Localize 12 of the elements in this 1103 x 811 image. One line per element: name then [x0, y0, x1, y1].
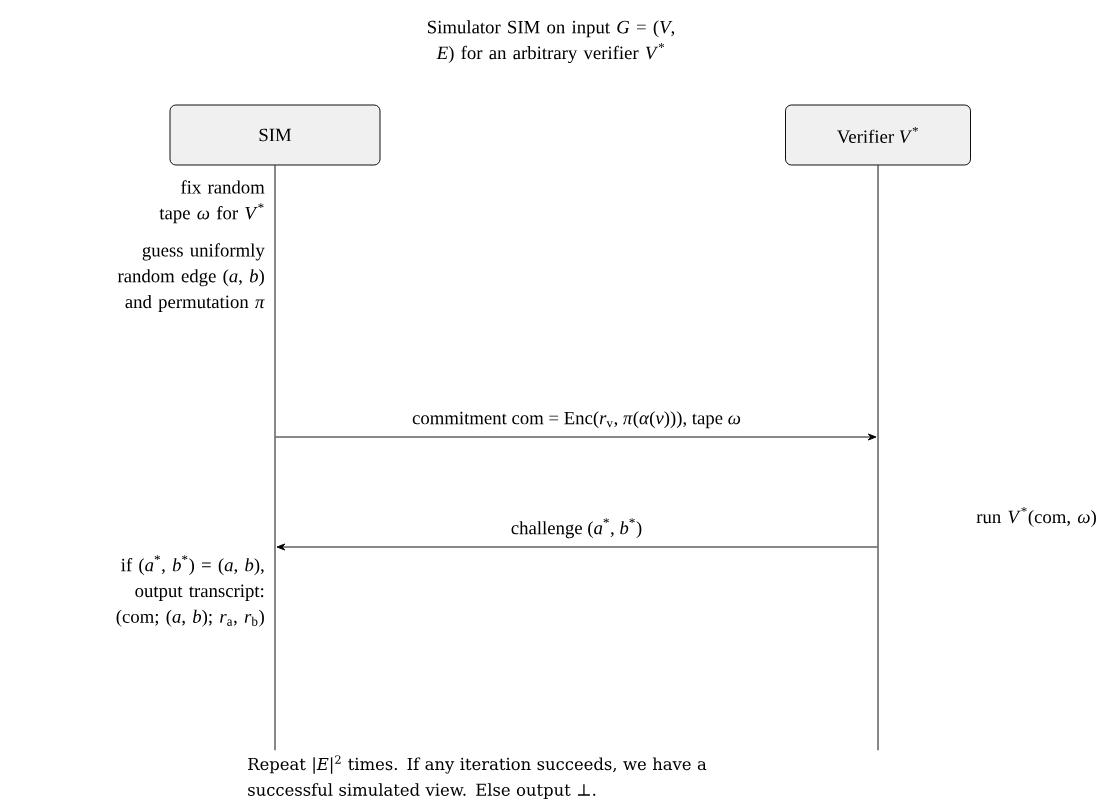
participant-box: SIM [169, 104, 381, 166]
participant-box: Verifier V$^{*}$ [785, 104, 971, 166]
message-arrow [276, 543, 878, 551]
message-label: challenge (a$^{*}$, b$^{*}$) [511, 518, 642, 539]
note: run V$^{*}$(com, ω) [976, 507, 1096, 527]
title: Simulator SIM on input G = (V, E) for an arbitrary verifier V$^{*}$ [428, 20, 675, 64]
note: fix random tape ω for V$^{*}$ [159, 180, 265, 224]
message-label: commitment com = Enc(r$_{v}$, π(α(v))), tape ω [412, 411, 741, 429]
note: if (a$^{*}$, b$^{*}$) = (a, b), output transcript: (com; (a, b); r$_{a}$, r$_{b}$) [116, 555, 264, 627]
note: guess uniformly random edge (a, b) and permutation π [117, 243, 265, 312]
message-arrow [275, 433, 877, 441]
caption: Repeat |E|$^{2}$ times. If any iteration succeeds, we have a successful simulated view. Else output ⊥. [248, 755, 707, 800]
